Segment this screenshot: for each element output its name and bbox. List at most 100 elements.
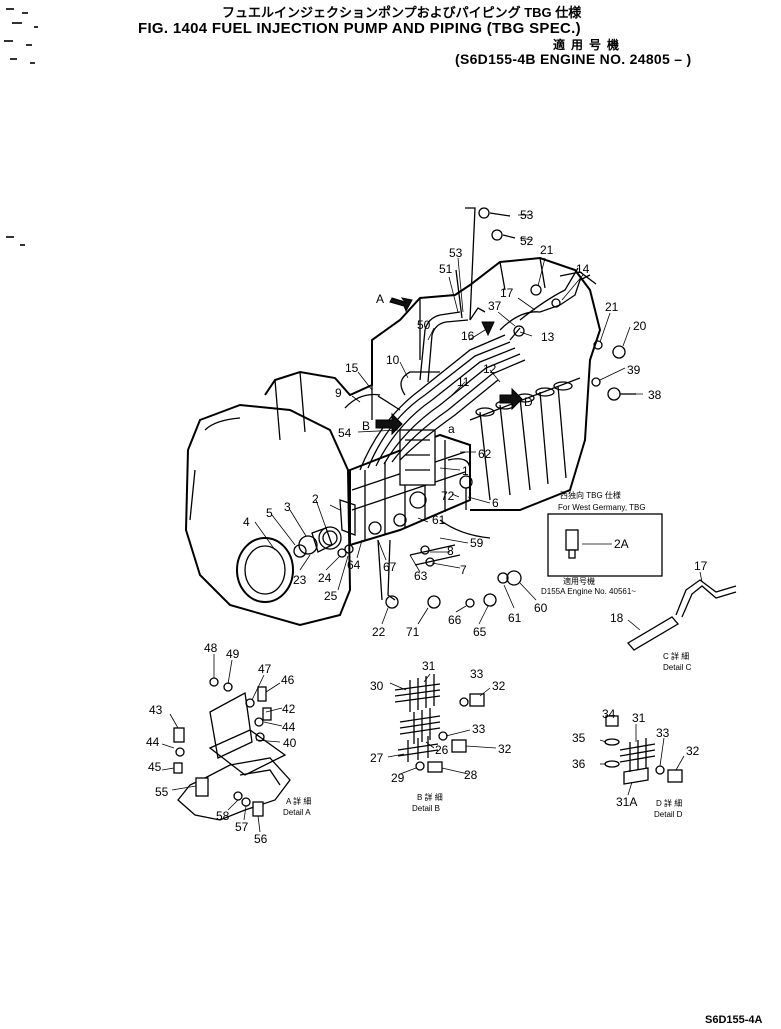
part-label-33b: 33 xyxy=(472,722,486,736)
part-label-4: 4 xyxy=(243,515,250,529)
part-label-32b: 32 xyxy=(498,742,512,756)
part-label-64: 64 xyxy=(347,558,361,572)
part-label-15: 15 xyxy=(345,361,359,375)
detail-c: C 詳 細 Detail C xyxy=(627,571,737,672)
part-label-31: 31 xyxy=(422,659,436,673)
part-label-67: 67 xyxy=(383,560,397,574)
part-number-labels: 53 52 53 51 21 14 17 37 16 1 3 50 21 20 3… xyxy=(146,208,708,846)
part-label-51: 51 xyxy=(439,262,453,276)
part-label-44: 44 xyxy=(282,720,296,734)
part-label-43: 43 xyxy=(149,703,163,717)
view-arrow-d xyxy=(499,387,523,411)
detail-c-en: Detail C xyxy=(663,663,692,672)
scan-speckle xyxy=(4,8,38,246)
part-label-28: 28 xyxy=(464,768,478,782)
part-label-29: 29 xyxy=(391,771,405,785)
part-label-23: 23 xyxy=(293,573,307,587)
drawing-code: S6D155-4A xyxy=(705,1014,763,1026)
west-germany-variant: 西独向 TBG 仕様 For West Germany, TBG 適用号機 D1… xyxy=(541,490,663,596)
part-label-20: 20 xyxy=(633,319,647,333)
part-label-36: 36 xyxy=(572,757,586,771)
view-label-d: D xyxy=(524,395,533,409)
japanese-applicable-label: 適用号機 xyxy=(553,38,626,52)
west-germany-applic: D155A Engine No. 40561~ xyxy=(541,587,636,596)
part-label-55: 55 xyxy=(155,785,169,799)
part-label-9: 9 xyxy=(335,386,342,400)
part-label-57: 57 xyxy=(235,820,249,834)
part-label-66: 66 xyxy=(448,613,462,627)
part-label-8: 8 xyxy=(447,544,454,558)
part-label-2: 2 xyxy=(312,492,319,506)
detail-b-en: Detail B xyxy=(412,804,440,813)
part-label-18: 18 xyxy=(610,611,624,625)
west-germany-jp-applic: 適用号機 xyxy=(563,576,595,586)
west-germany-en-label: For West Germany, TBG xyxy=(558,503,646,512)
part-label-45: 45 xyxy=(148,760,162,774)
engine-assembly xyxy=(184,207,636,627)
part-label-61: 61 xyxy=(432,513,446,527)
part-label-38: 38 xyxy=(648,388,662,402)
detail-b-jp: B 詳 細 xyxy=(417,792,443,802)
part-label-10: 10 xyxy=(386,353,400,367)
bolts-upper xyxy=(478,207,636,401)
part-label-16: 16 xyxy=(461,329,475,343)
part-label-32d: 32 xyxy=(686,744,700,758)
part-label-22: 22 xyxy=(372,625,386,639)
part-label-54: 54 xyxy=(338,426,352,440)
pump-lower-parts xyxy=(293,458,522,609)
part-label-30: 30 xyxy=(370,679,384,693)
view-arrow-c xyxy=(481,321,495,337)
part-label-61b: 61 xyxy=(508,611,522,625)
part-label-11: 11 xyxy=(457,375,470,389)
detail-d-jp: D 詳 細 xyxy=(656,798,682,808)
detail-d: D 詳 細 Detail D xyxy=(599,715,685,819)
detail-a-en: Detail A xyxy=(283,808,311,817)
part-label-53b: 53 xyxy=(449,246,463,260)
part-label-50: 50 xyxy=(417,318,431,332)
part-label-65: 65 xyxy=(473,625,487,639)
part-label-26: 26 xyxy=(435,743,449,757)
west-germany-jp-label: 西独向 TBG 仕様 xyxy=(560,490,621,500)
detail-a-jp: A 詳 細 xyxy=(286,796,311,806)
part-label-14: 14 xyxy=(576,262,590,276)
part-label-25: 25 xyxy=(324,589,338,603)
part-label-31A: 31A xyxy=(616,795,637,809)
part-label-62: 62 xyxy=(478,447,492,461)
part-label-21b: 21 xyxy=(605,300,619,314)
part-label-1: 1 xyxy=(462,464,469,478)
part-label-17c: 17 xyxy=(694,559,708,573)
part-label-35: 35 xyxy=(572,731,586,745)
part-label-3: 3 xyxy=(284,500,291,514)
part-label-32: 32 xyxy=(492,679,506,693)
part-label-72: 72 xyxy=(441,489,455,503)
part-label-60: 60 xyxy=(534,601,548,615)
engine-spec: (S6D155-4B ENGINE NO. 24805 – ) xyxy=(455,51,692,67)
part-label-33d: 33 xyxy=(656,726,670,740)
part-label-7: 7 xyxy=(460,563,467,577)
view-arrow-a xyxy=(389,297,413,313)
detail-a: A 詳 細 Detail A xyxy=(161,654,311,833)
detail-b: B 詳 細 Detail B xyxy=(387,673,497,813)
part-label-6: 6 xyxy=(492,496,499,510)
part-label-47: 47 xyxy=(258,662,272,676)
part-label-42: 42 xyxy=(282,702,296,716)
view-label-a: A xyxy=(376,292,384,306)
part-label-34: 34 xyxy=(602,707,616,721)
part-label-46: 46 xyxy=(281,673,295,687)
japanese-title: フュエルインジェクションポンプおよびパイピング TBG 仕様 xyxy=(222,5,582,20)
part-label-53: 53 xyxy=(520,208,534,222)
figure-title: FIG. 1404 FUEL INJECTION PUMP AND PIPING… xyxy=(138,20,581,37)
part-label-48: 48 xyxy=(204,641,218,655)
part-label-33: 33 xyxy=(470,667,484,681)
part-label-49: 49 xyxy=(226,647,240,661)
detail-c-jp: C 詳 細 xyxy=(663,651,689,661)
part-label-58: 58 xyxy=(216,809,230,823)
part-label-24: 24 xyxy=(318,571,332,585)
marker-a: a xyxy=(448,422,455,436)
part-label-71: 71 xyxy=(406,625,420,639)
part-label-21: 21 xyxy=(540,243,554,257)
part-label-37: 37 xyxy=(488,299,502,313)
part-label-52: 52 xyxy=(520,234,534,248)
detail-d-en: Detail D xyxy=(654,810,683,819)
